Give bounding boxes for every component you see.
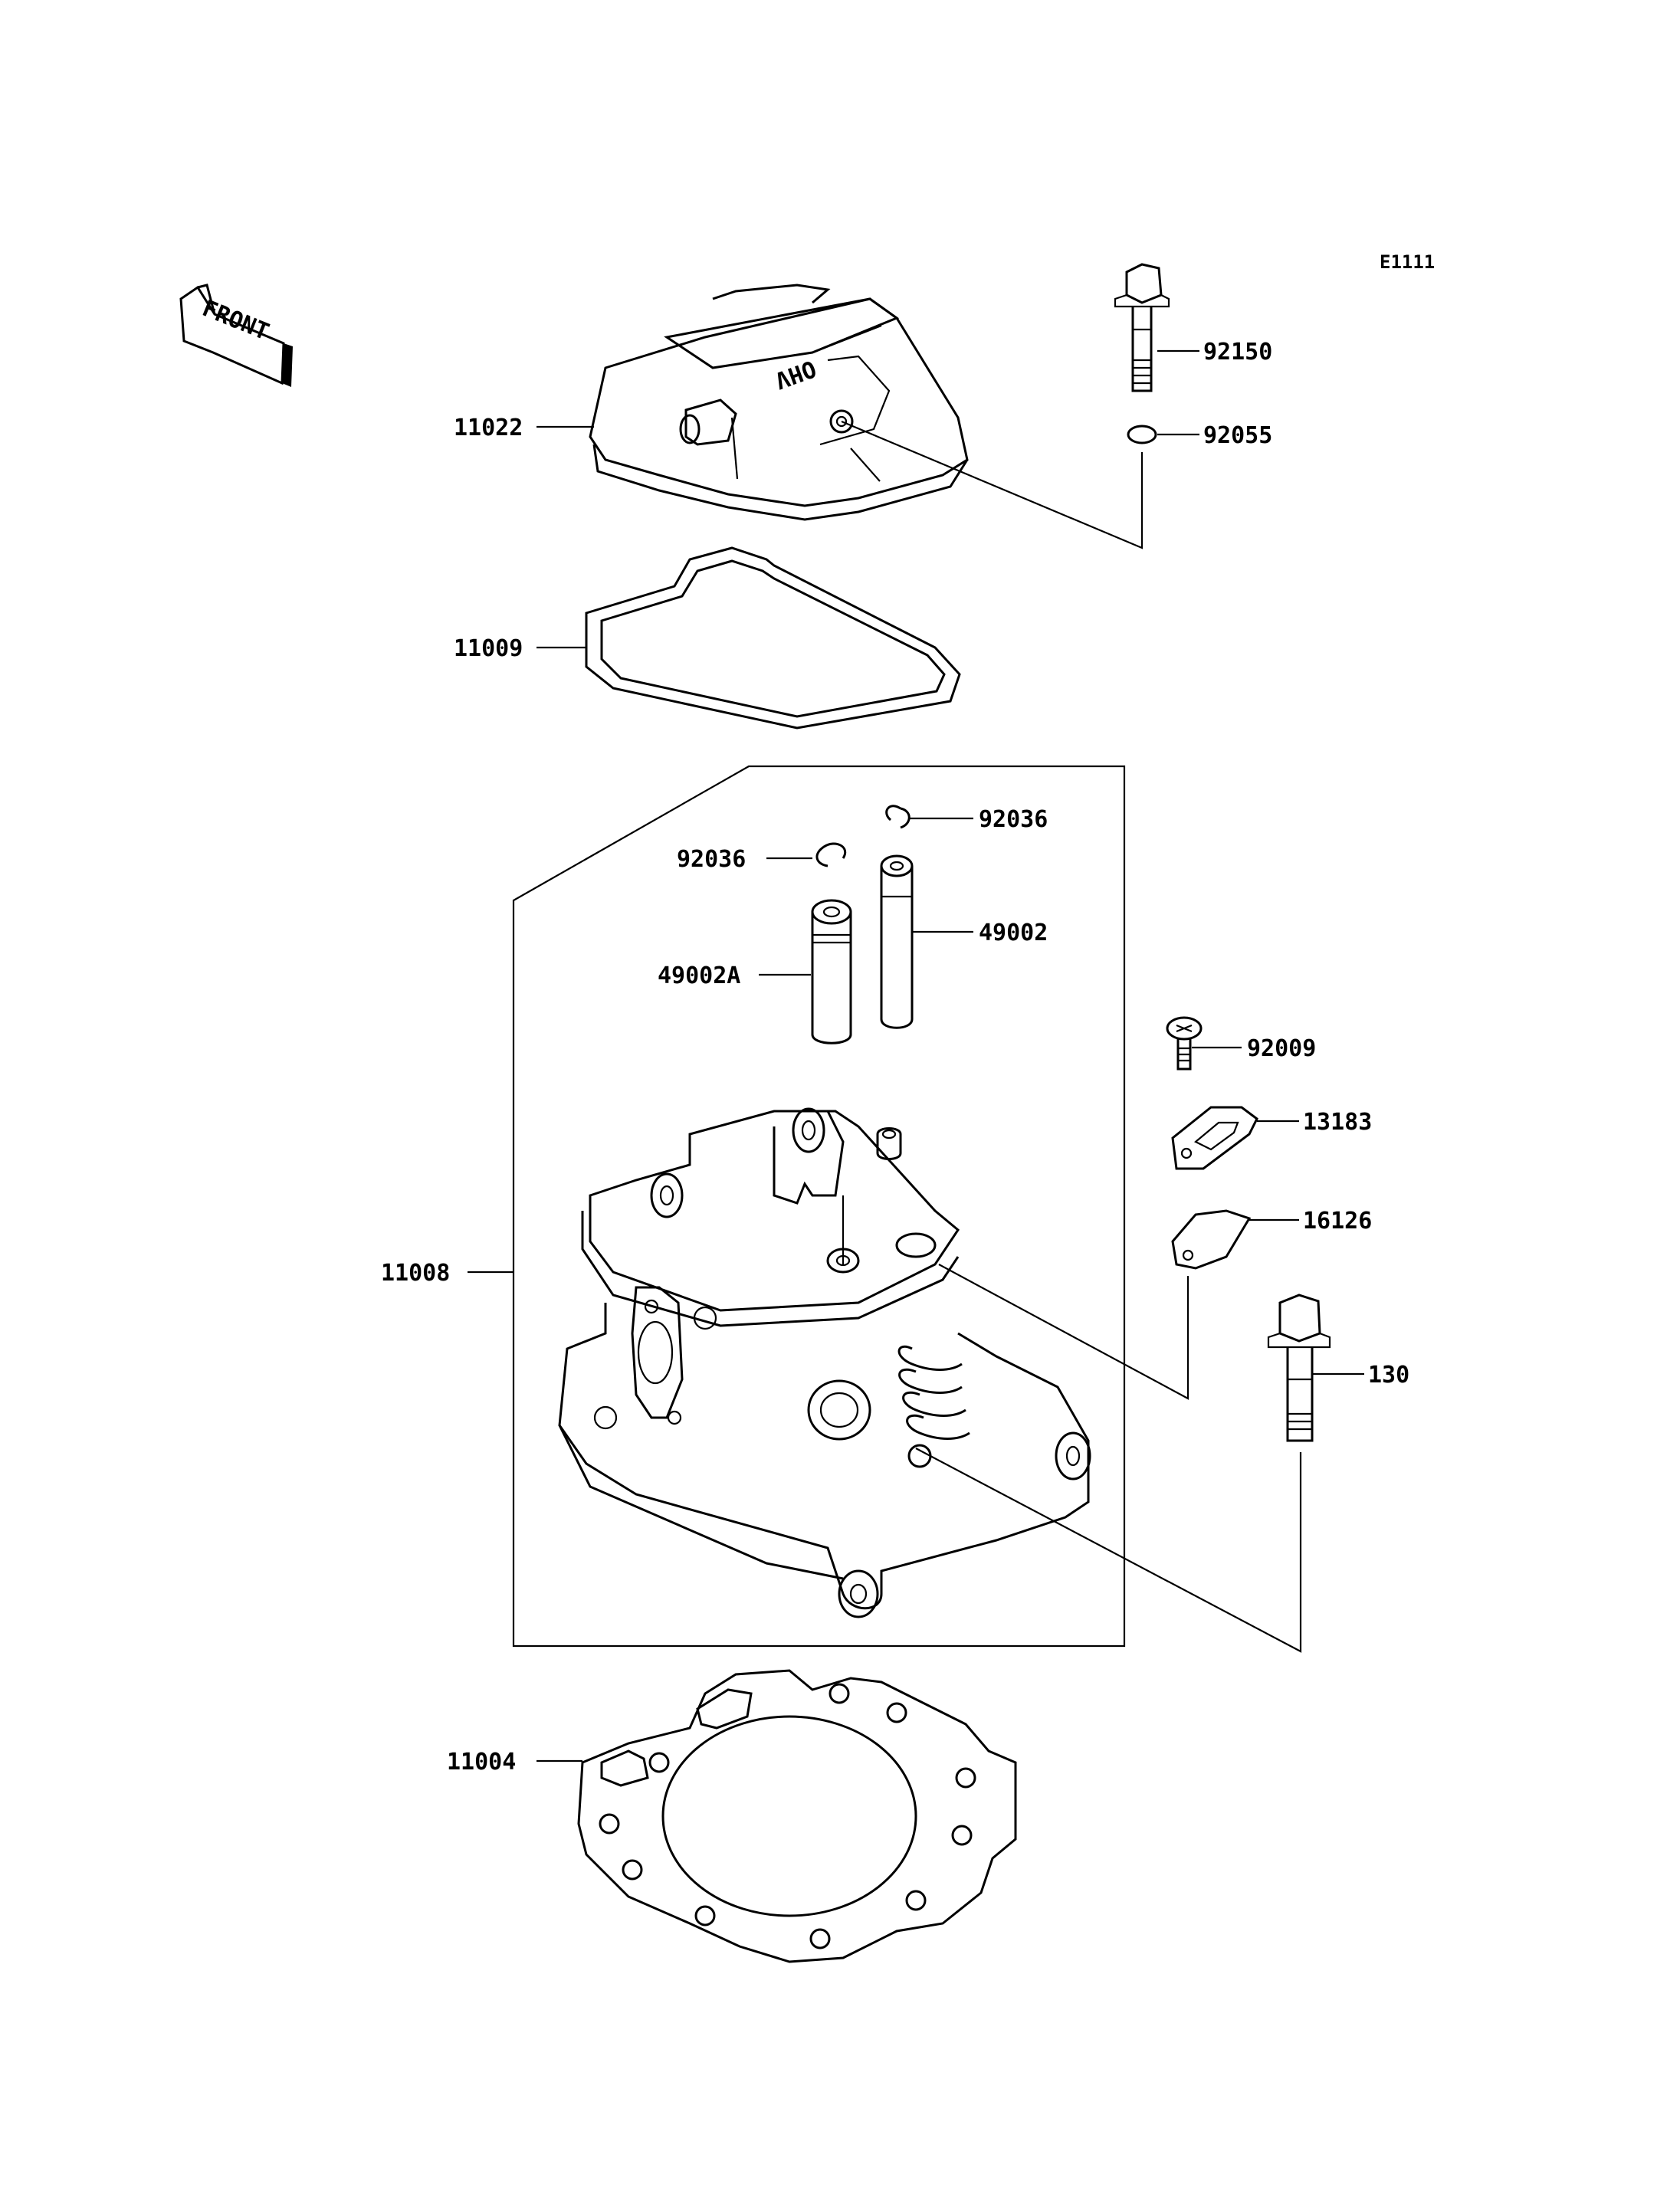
- label-16126: 16126: [1303, 1208, 1372, 1235]
- label-92036-lower: 92036: [677, 846, 746, 873]
- bolt-92150: [1114, 263, 1170, 392]
- front-label: FRONT: [199, 295, 273, 346]
- label-49002A: 49002A: [658, 962, 740, 989]
- label-92036-upper: 92036: [979, 806, 1048, 833]
- label-11004: 11004: [447, 1749, 516, 1776]
- front-arrow-icon: FRONT: [179, 284, 293, 387]
- label-49002: 49002: [979, 920, 1048, 946]
- label-92055: 92055: [1203, 422, 1272, 449]
- label-92150: 92150: [1203, 339, 1272, 366]
- label-11022: 11022: [454, 415, 523, 441]
- cylinder-head-cover: OHV: [589, 284, 969, 521]
- label-13183: 13183: [1303, 1109, 1372, 1136]
- valve-guide-49002: [880, 854, 914, 1029]
- clip-92036-lower: [815, 842, 846, 867]
- label-130: 130: [1368, 1362, 1409, 1389]
- screw-92009: [1166, 1016, 1203, 1071]
- plate-13183: [1171, 1106, 1258, 1170]
- label-92009: 92009: [1247, 1035, 1316, 1062]
- head-gasket: [577, 1669, 1017, 1963]
- cylinder-head: [558, 1107, 1091, 1618]
- clip-92036-upper: [885, 805, 911, 829]
- bolt-130: [1267, 1294, 1331, 1442]
- cover-gasket: [585, 546, 961, 730]
- label-11009: 11009: [454, 635, 523, 662]
- valve-guide-49002A: [811, 899, 852, 1044]
- ref-code: E1111: [1380, 251, 1435, 273]
- gasket-16126: [1171, 1209, 1252, 1270]
- label-11008: 11008: [381, 1260, 450, 1287]
- assembly-frame: [512, 765, 1126, 1648]
- ohv-emboss: OHV: [771, 354, 819, 393]
- washer-92055: [1127, 425, 1157, 444]
